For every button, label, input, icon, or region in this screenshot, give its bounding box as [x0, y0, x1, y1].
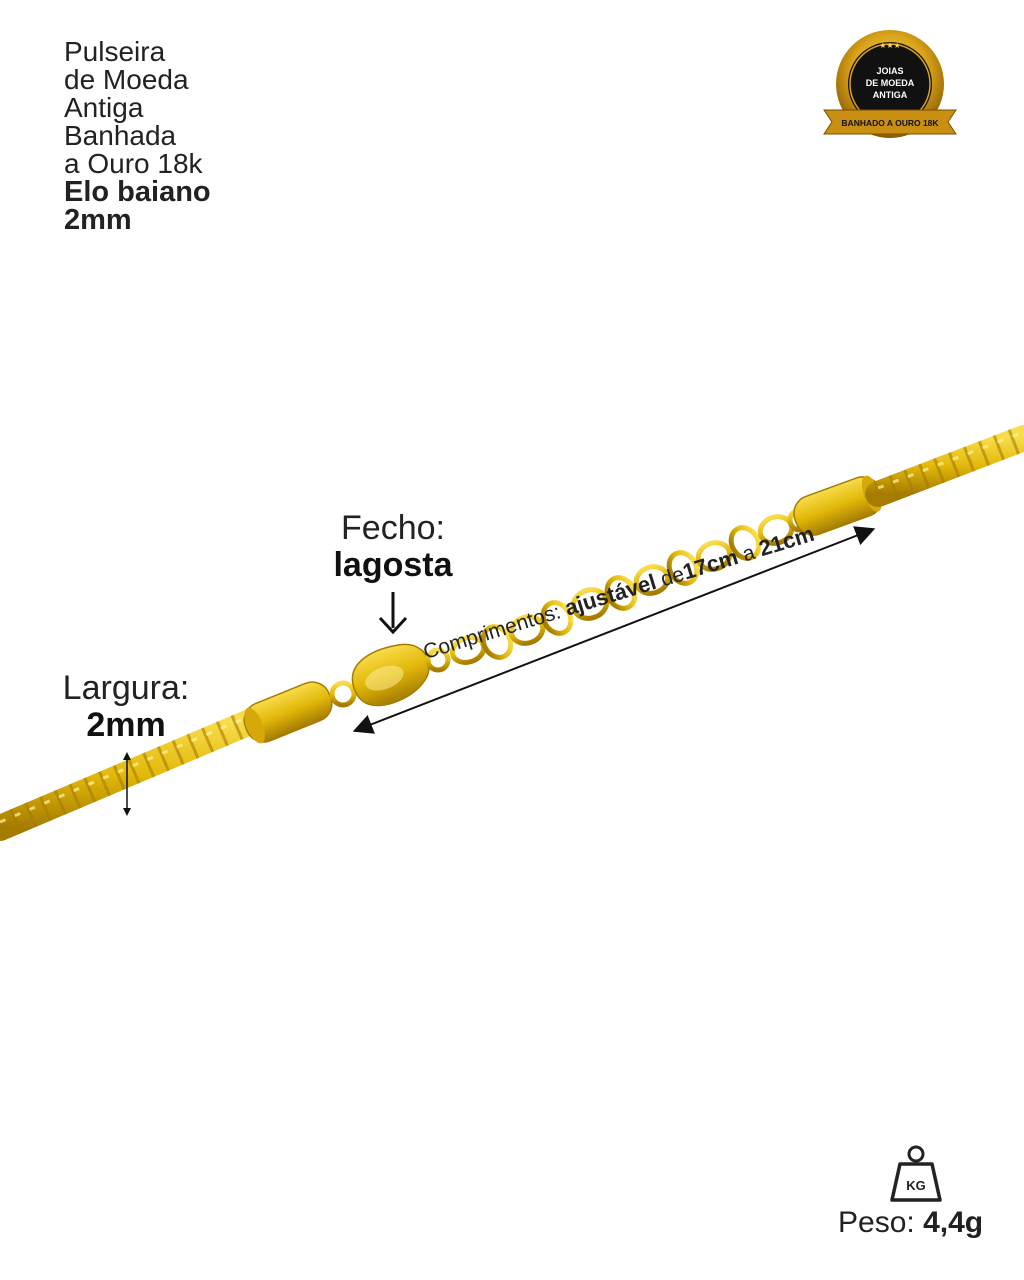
width-indicator-arrow: [123, 752, 131, 816]
star-icon: ★★★: [879, 41, 901, 50]
seal-inner-disc: [848, 42, 932, 126]
title-line-5: a Ouro 18k: [64, 148, 203, 179]
clasp-info: Fecho: lagosta: [318, 510, 468, 584]
chain-style: Elo baiano: [64, 176, 211, 208]
rope-chain-right: [865, 425, 1024, 507]
seal-text-3: ANTIGA: [873, 90, 908, 100]
clasp-value: lagosta: [333, 546, 453, 584]
end-cap-left: [243, 681, 333, 744]
width-value: 2mm: [86, 706, 166, 744]
jump-ring: [329, 680, 357, 708]
clasp-pointer-arrow: [378, 592, 408, 635]
length-arrow: [352, 526, 876, 734]
length-to-word: a: [739, 540, 758, 567]
title-line-2: de Moeda: [64, 64, 189, 95]
weight-kg-icon: KG: [890, 1145, 942, 1202]
title-line-4: Banhada: [64, 120, 177, 151]
seal-text-1: JOIAS: [876, 66, 903, 76]
weight-value: 4,4g: [923, 1206, 984, 1239]
rope-chain-left: [0, 709, 263, 841]
weight-label: Peso:: [838, 1206, 915, 1239]
width-info: Largura: 2mm: [54, 670, 198, 744]
seal-ribbon-text: BANHADO A OURO 18K: [841, 118, 939, 128]
clasp-label: Fecho:: [341, 509, 445, 547]
product-title: Pulseira de Moeda Antiga Banhada a Ouro …: [64, 36, 211, 236]
chain-size: 2mm: [64, 204, 132, 236]
seal-text-2: DE MOEDA: [866, 78, 915, 88]
gold-seal-badge: ★★★ JOIAS DE MOEDA ANTIGA BANHADO A OURO…: [823, 30, 957, 138]
weight-icon-text: KG: [906, 1178, 926, 1193]
title-line-3: Antiga: [64, 92, 144, 123]
title-line-1: Pulseira: [64, 36, 166, 67]
weight-info: Peso: 4,4g: [838, 1206, 983, 1240]
seal-ribbon: [823, 109, 957, 135]
width-label: Largura:: [62, 669, 190, 707]
